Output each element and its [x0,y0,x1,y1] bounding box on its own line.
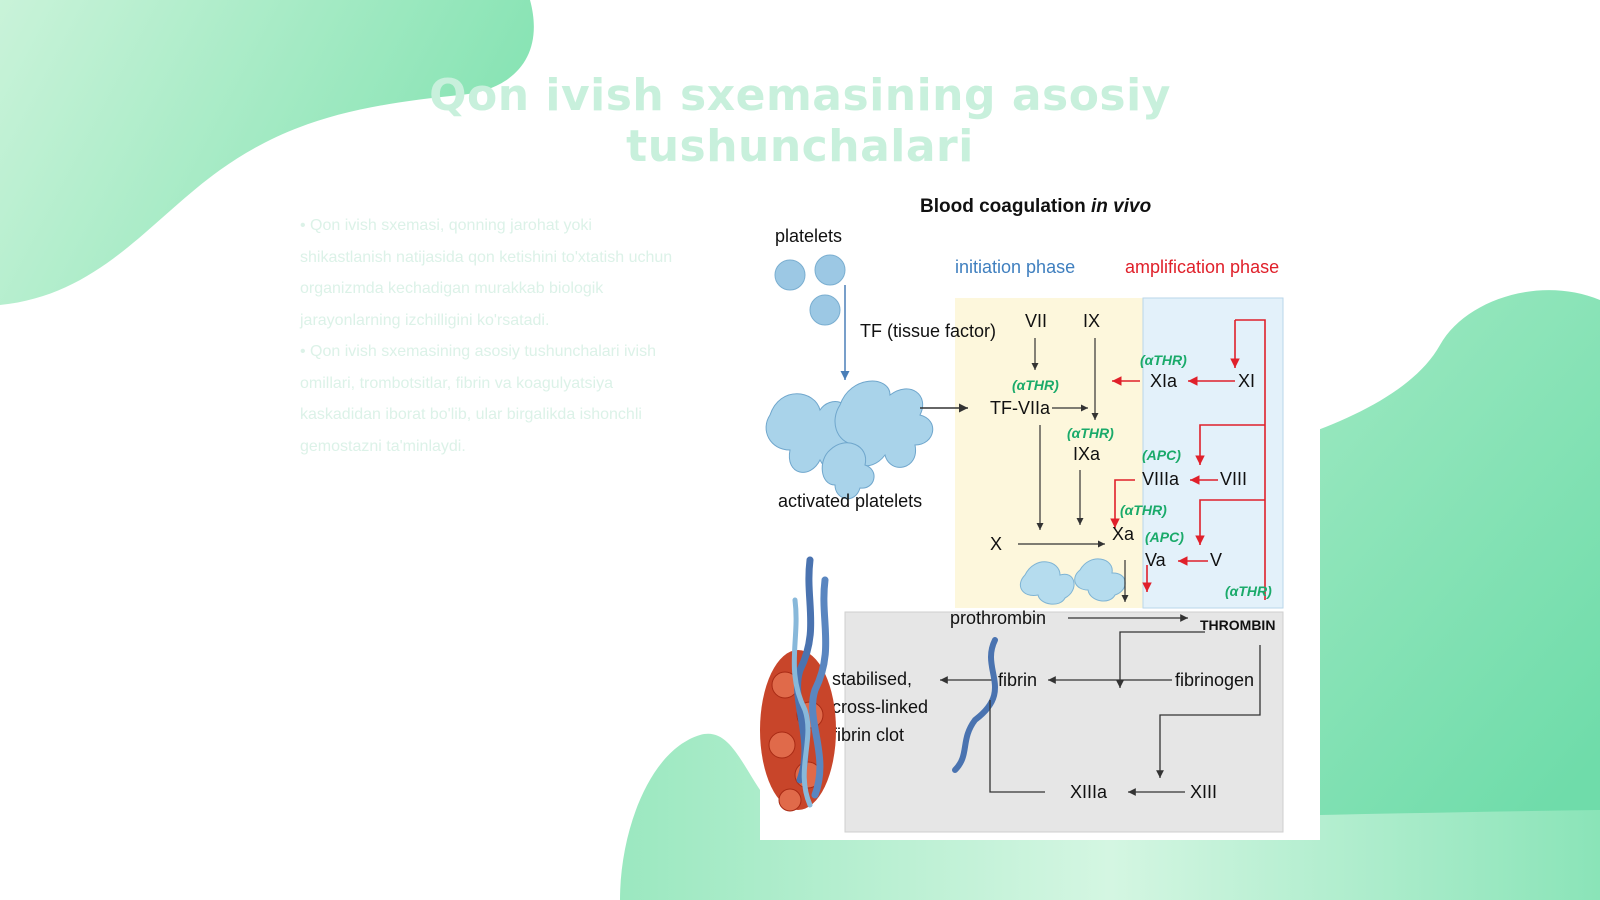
factor-xiiia: XIIIa [1070,782,1108,802]
fibrin-strand-icon [952,637,998,773]
athr-label-4: (αTHR) [1120,502,1167,518]
factor-xa: Xa [1112,524,1135,544]
apc-label-1: (APC) [1142,447,1181,463]
fibrin-label: fibrin [998,670,1037,690]
top-left-green-blob [0,0,534,305]
body-paragraph-1: • Qon ivish sxemasi, qonning jarohat yok… [300,217,673,329]
platelets-label: platelets [775,226,842,246]
slide-body-text: • Qon ivish sxemasi, qonning jarohat yok… [300,210,680,462]
panel-platelet-icon [1020,558,1126,605]
tf-label: TF (tissue factor) [860,321,996,341]
activated-platelets-label: activated platelets [778,491,922,511]
thrombin-feedback-line [1235,319,1266,600]
right-green-blob [1290,290,1600,900]
factor-viiia: VIIIa [1142,469,1180,489]
activated-platelets-icon [765,380,934,499]
factor-va: Va [1145,550,1167,570]
apc-label-2: (APC) [1145,529,1184,545]
arrow-thrombin-to-xiii [1156,645,1261,778]
athr-label-2: (αTHR) [1067,425,1114,441]
athr-label-1: (αTHR) [1012,377,1059,393]
factor-ix: IX [1083,311,1100,331]
factor-xia: XIa [1150,371,1178,391]
factor-x: X [990,534,1002,554]
slide-title: Qon ivish sxemasining asosiy tushunchala… [429,70,1171,172]
fibrin-clot-icon [760,556,836,812]
factor-ixa: IXa [1073,444,1101,464]
factor-xiii: XIII [1190,782,1217,802]
clot-label-line-1: stabilised, [832,669,912,689]
prothrombin-label: prothrombin [950,608,1046,628]
resting-platelets-icon [774,254,846,326]
factor-vii: VII [1025,311,1047,331]
diagram-title: Blood coagulation in vivo [920,196,1151,217]
coagulation-diagram: Blood coagulation in vivo platelets init… [760,180,1320,840]
bottom-green-blob [620,733,1600,900]
body-paragraph-2: • Qon ivish sxemasining asosiy tushuncha… [300,343,656,455]
factor-viii: VIII [1220,469,1247,489]
clot-label-line-3: fibrin clot [832,725,904,745]
factor-v: V [1210,550,1222,570]
arrow-feedback-to-va [1195,499,1265,545]
amplification-panel [1142,297,1284,609]
initiation-panel [955,298,1143,608]
arrow-feedback-to-viiia [1195,424,1265,465]
line-xiiia-to-fibrin [989,700,1045,793]
arrow-viiia-to-xa [1110,479,1135,528]
initiation-phase-label: initiation phase [955,257,1075,277]
athr-label-5: (αTHR) [1225,583,1272,599]
amplification-phase-label: amplification phase [1125,257,1279,277]
arrow-thrombin-to-fibrinogen [1116,631,1205,688]
fibrin-panel [844,611,1284,833]
thrombin-label: THROMBIN [1200,617,1275,633]
clot-label-line-2: cross-linked [832,697,928,717]
fibrinogen-label: fibrinogen [1175,670,1254,690]
athr-label-3: (αTHR) [1140,352,1187,368]
factor-tf-viia: TF-VIIa [990,398,1051,418]
factor-xi: XI [1238,371,1255,391]
